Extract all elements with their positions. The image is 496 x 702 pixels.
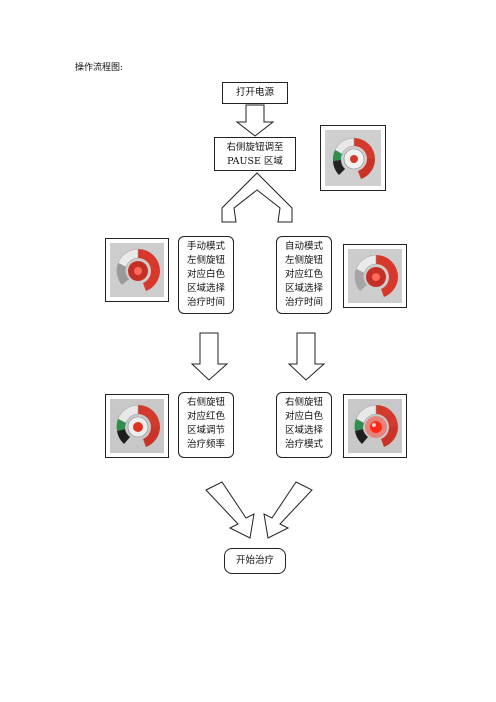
knob-dial-icon bbox=[348, 249, 402, 303]
knob-dial-icon bbox=[325, 130, 381, 186]
step-freq-line-3: 区域调节 bbox=[179, 424, 233, 438]
arrow-down-icon bbox=[236, 105, 276, 137]
step-freq-line-2: 对应红色 bbox=[179, 410, 233, 424]
step-adjust-frequency: 右侧旋钮 对应红色 区域调节 治疗频率 bbox=[178, 392, 234, 458]
step-start-label: 开始治疗 bbox=[225, 549, 285, 573]
knob-dial-icon bbox=[110, 399, 164, 453]
arrow-down-icon bbox=[289, 333, 325, 381]
step-manual-mode: 手动模式 左侧旋钮 对应白色 区域选择 治疗时间 bbox=[178, 236, 234, 314]
step-auto-line-2: 左侧旋钮 bbox=[277, 254, 331, 268]
step-manual-line-3: 对应白色 bbox=[179, 268, 233, 282]
split-arrow-icon bbox=[220, 172, 294, 224]
step-auto-line-1: 自动模式 bbox=[277, 240, 331, 254]
knob-photo-manual bbox=[105, 238, 169, 302]
knob-photo-auto bbox=[343, 244, 407, 308]
step-mode-line-3: 区域选择 bbox=[277, 424, 331, 438]
step-freq-line-4: 治疗频率 bbox=[179, 438, 233, 452]
converge-arrow-left-icon bbox=[204, 482, 260, 542]
step-mode-line-1: 右侧旋钮 bbox=[277, 396, 331, 410]
step-mode-line-4: 治疗模式 bbox=[277, 438, 331, 452]
step-auto-line-4: 区域选择 bbox=[277, 282, 331, 296]
page-title: 操作流程图: bbox=[75, 60, 123, 73]
knob-photo-mode bbox=[343, 394, 407, 458]
arrow-down-icon bbox=[192, 333, 228, 381]
step-manual-line-2: 左侧旋钮 bbox=[179, 254, 233, 268]
step-select-mode: 右侧旋钮 对应白色 区域选择 治疗模式 bbox=[276, 392, 332, 458]
step-power-on: 打开电源 bbox=[222, 82, 288, 104]
step-start-treatment: 开始治疗 bbox=[224, 548, 286, 574]
knob-photo-pause bbox=[320, 125, 386, 191]
step-manual-line-1: 手动模式 bbox=[179, 240, 233, 254]
knob-dial-icon bbox=[348, 399, 402, 453]
step-auto-line-5: 治疗时间 bbox=[277, 296, 331, 310]
step-pause-line-2: PAUSE 区域 bbox=[215, 155, 295, 169]
knob-photo-frequency bbox=[105, 394, 169, 458]
step-manual-line-4: 区域选择 bbox=[179, 282, 233, 296]
step-pause: 右侧旋钮调至 PAUSE 区域 bbox=[214, 137, 296, 171]
step-freq-line-1: 右侧旋钮 bbox=[179, 396, 233, 410]
step-manual-line-5: 治疗时间 bbox=[179, 296, 233, 310]
knob-dial-icon bbox=[110, 243, 164, 297]
step-pause-line-1: 右侧旋钮调至 bbox=[215, 141, 295, 155]
step-auto-line-3: 对应红色 bbox=[277, 268, 331, 282]
step-auto-mode: 自动模式 左侧旋钮 对应红色 区域选择 治疗时间 bbox=[276, 236, 332, 314]
step-mode-line-2: 对应白色 bbox=[277, 410, 331, 424]
converge-arrow-right-icon bbox=[258, 482, 314, 542]
step-power-on-label: 打开电源 bbox=[223, 83, 287, 103]
